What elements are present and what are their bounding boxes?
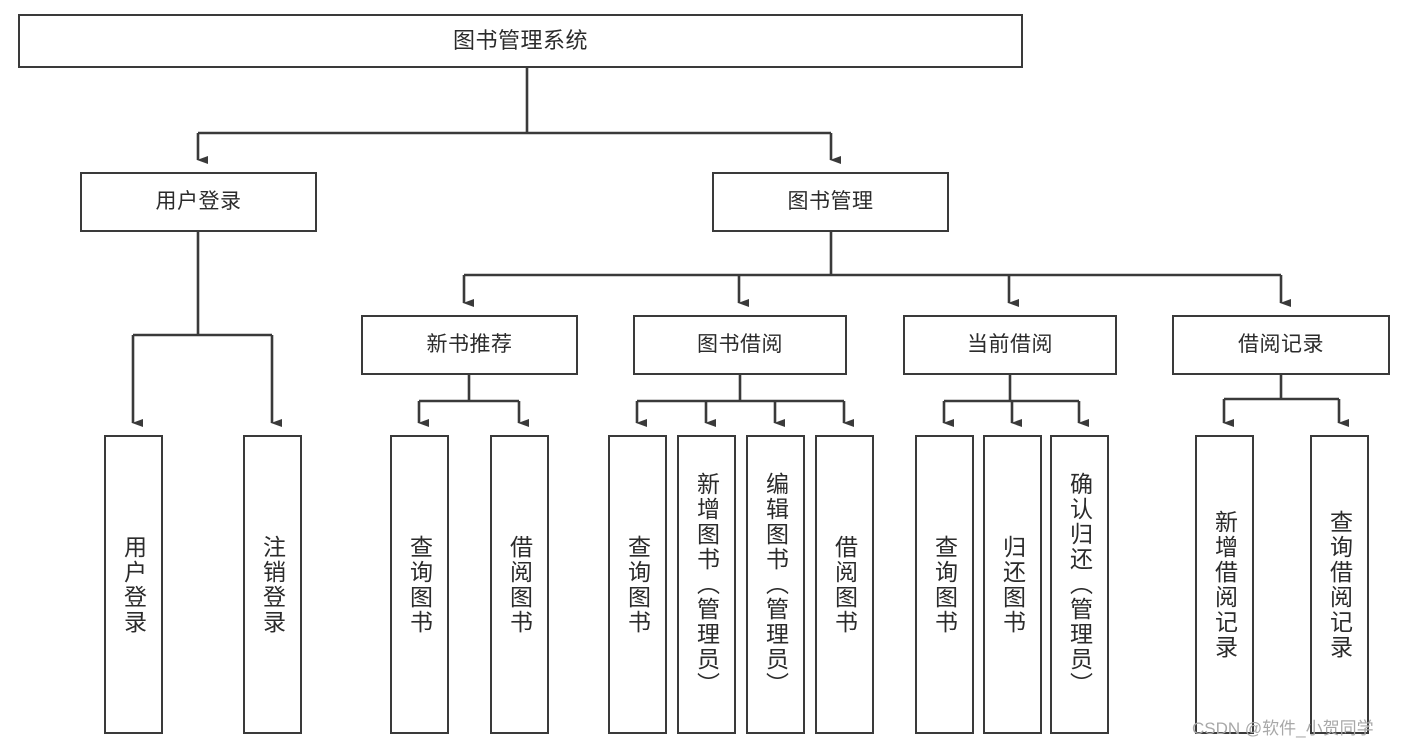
- leaf-record-add-record[interactable]: 新增借阅记录: [1195, 435, 1254, 734]
- leaf-borrow-borrow-book[interactable]: 借阅图书: [815, 435, 874, 734]
- node-label: 新增借阅记录: [1211, 509, 1238, 660]
- node-label: 图书借阅: [697, 333, 783, 357]
- node-book-management[interactable]: 图书管理: [712, 172, 949, 232]
- node-label: 新书推荐: [426, 333, 513, 357]
- node-label: 用户登录: [155, 190, 242, 214]
- leaf-user-login-login[interactable]: 用户登录: [104, 435, 163, 734]
- node-label: 查询图书: [931, 534, 958, 635]
- node-label: 查询借阅记录: [1326, 509, 1353, 660]
- leaf-borrow-edit-book-admin[interactable]: 编辑图书（管理员）: [746, 435, 805, 734]
- leaf-borrow-query-book[interactable]: 查询图书: [608, 435, 667, 734]
- node-label: 图书管理: [787, 190, 874, 214]
- node-label: 图书管理系统: [452, 27, 588, 53]
- node-label: 借阅记录: [1238, 333, 1324, 357]
- node-label: 查询图书: [406, 534, 433, 635]
- leaf-recommend-query-book[interactable]: 查询图书: [390, 435, 449, 734]
- leaf-borrow-add-book-admin[interactable]: 新增图书（管理员）: [677, 435, 736, 734]
- node-label: 借阅图书: [506, 534, 533, 635]
- node-current-borrow[interactable]: 当前借阅: [903, 315, 1117, 375]
- node-label: 编辑图书（管理员）: [762, 472, 789, 697]
- node-label: 新增图书（管理员）: [693, 472, 720, 697]
- node-borrow-record[interactable]: 借阅记录: [1172, 315, 1390, 375]
- node-new-book-recommend[interactable]: 新书推荐: [361, 315, 578, 375]
- leaf-record-query-record[interactable]: 查询借阅记录: [1310, 435, 1369, 734]
- leaf-user-login-logout[interactable]: 注销登录: [243, 435, 302, 734]
- node-root-system[interactable]: 图书管理系统: [18, 14, 1023, 68]
- leaf-current-confirm-return-admin[interactable]: 确认归还（管理员）: [1050, 435, 1109, 734]
- node-user-login[interactable]: 用户登录: [80, 172, 317, 232]
- node-label: 归还图书: [999, 534, 1026, 635]
- node-label: 确认归还（管理员）: [1066, 472, 1093, 697]
- node-label: 当前借阅: [967, 333, 1053, 357]
- leaf-current-return-book[interactable]: 归还图书: [983, 435, 1042, 734]
- node-label: 借阅图书: [831, 534, 858, 635]
- node-label: 注销登录: [259, 534, 286, 635]
- leaf-recommend-borrow-book[interactable]: 借阅图书: [490, 435, 549, 734]
- leaf-current-query-book[interactable]: 查询图书: [915, 435, 974, 734]
- node-label: 用户登录: [120, 534, 147, 635]
- node-label: 查询图书: [624, 534, 651, 635]
- node-book-borrow[interactable]: 图书借阅: [633, 315, 847, 375]
